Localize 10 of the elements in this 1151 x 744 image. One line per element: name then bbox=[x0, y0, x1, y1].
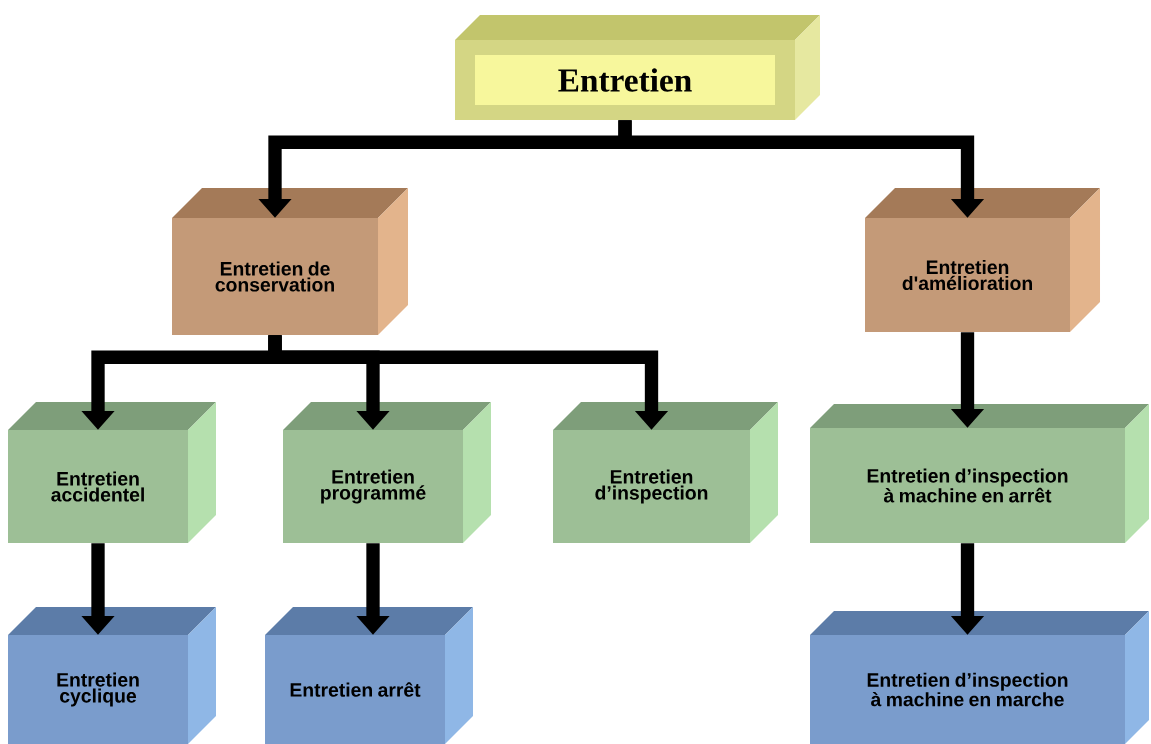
process-box: Entretien d’inspection à machine en marche bbox=[810, 611, 1149, 744]
process-box: Entretien d’inspection bbox=[553, 402, 778, 543]
process-box: Entretien arrêt bbox=[265, 607, 473, 744]
process-box: Entretien d'amélioration bbox=[865, 188, 1100, 332]
process-box: Entretien de conservation bbox=[172, 188, 408, 335]
process-box: Entretien d’inspection à machine en arrêt bbox=[810, 404, 1149, 543]
process-box: Entretien programmé bbox=[283, 402, 491, 543]
process-box: Entretien cyclique bbox=[8, 607, 216, 744]
process-box: Entretien bbox=[455, 15, 820, 120]
process-box: Entretien accidentel bbox=[8, 402, 216, 543]
